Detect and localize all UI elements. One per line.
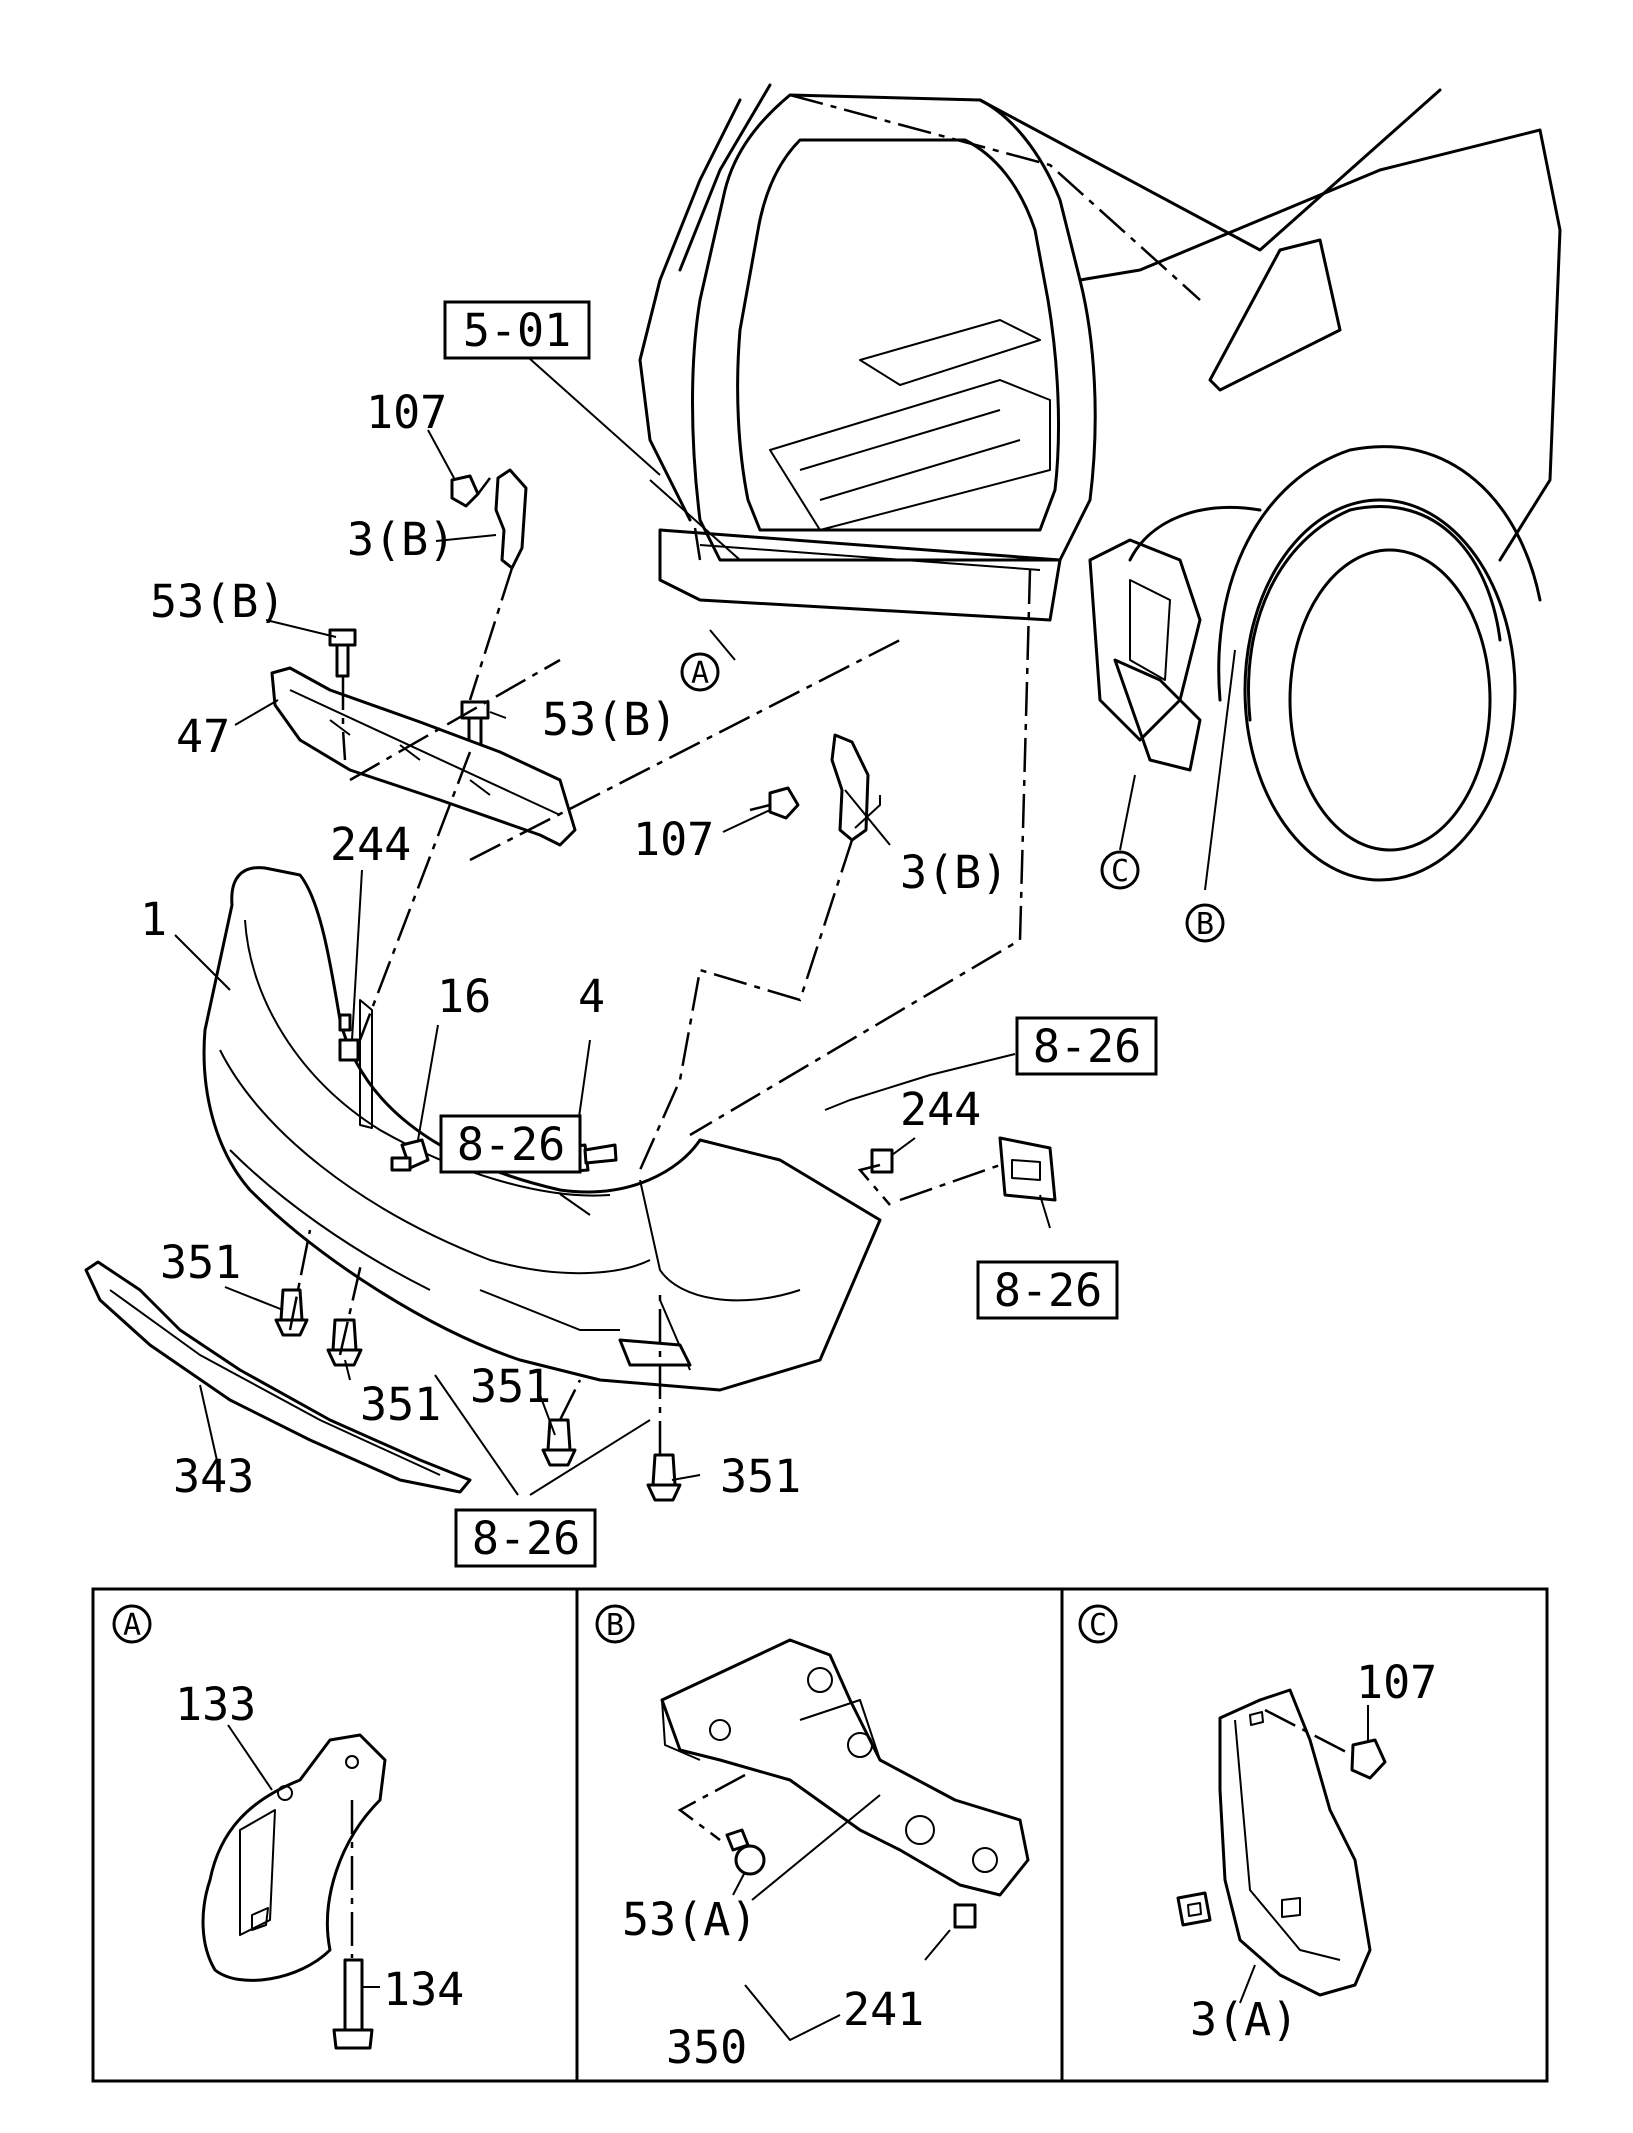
svg-text:A: A [123, 1608, 141, 1643]
label-351-center: 351 [470, 1360, 551, 1413]
lower-spoiler-343 [84, 1260, 472, 1494]
leader-lines [174, 349, 1236, 1496]
svg-text:C: C [1089, 1608, 1107, 1643]
label-107-top: 107 [366, 386, 447, 439]
bracket-3a [1218, 1688, 1372, 1997]
connector-3a [1176, 1891, 1212, 1927]
ref-box-8-26-connector[interactable] [976, 1260, 1119, 1320]
svg-text:B: B [606, 1608, 624, 1643]
sensor-connector [998, 1136, 1057, 1202]
ref-8-26-connector[interactable]: 8-26 [994, 1264, 1102, 1317]
label-16: 16 [437, 970, 491, 1023]
label-351-left: 351 [160, 1236, 241, 1289]
detail-panels [91, 1587, 1549, 2083]
ref-5-01[interactable]: 5-01 [463, 304, 571, 357]
ref-box-5-01[interactable] [443, 300, 591, 360]
bolt-53a [725, 1828, 766, 1876]
ref-box-8-26-right[interactable] [1015, 1016, 1158, 1076]
ref-8-26-right[interactable]: 8-26 [1033, 1020, 1141, 1073]
ref-box-8-26-bottom[interactable] [454, 1508, 597, 1568]
svg-text:C: C [1111, 854, 1129, 889]
clip-351-c [541, 1418, 577, 1467]
callout-b[interactable]: B [1185, 903, 1225, 943]
label-107-c: 107 [1356, 1656, 1437, 1709]
nut-107-top [450, 474, 480, 508]
detail-a: A 133 134 [112, 1604, 464, 2050]
label-1: 1 [140, 893, 167, 946]
label-244-left: 244 [330, 818, 411, 871]
bumper-fascia-1 [202, 866, 882, 1392]
label-244-right: 244 [900, 1083, 981, 1136]
label-53a: 53(A) [622, 1893, 757, 1946]
label-241: 241 [843, 1983, 924, 2036]
label-351-right: 351 [720, 1450, 801, 1503]
callout-c[interactable]: C [1100, 850, 1140, 890]
bolt-53b-left [328, 628, 357, 678]
label-350: 350 [666, 2021, 747, 2074]
ref-8-26-bottom[interactable]: 8-26 [472, 1512, 580, 1565]
bumper-reinforcement-47 [270, 666, 577, 847]
clip-3b-top [494, 468, 528, 570]
clip-241 [953, 1903, 977, 1929]
clip-3b-mid [830, 733, 870, 842]
vehicle-rear-body [638, 83, 1562, 882]
label-3b-mid: 3(B) [900, 846, 1008, 899]
clip-351-b [326, 1318, 363, 1367]
clip-16 [390, 1138, 430, 1172]
label-351-mid: 351 [360, 1378, 441, 1431]
clip-351-d [646, 1453, 682, 1502]
bracket-133 [201, 1733, 387, 1982]
svg-text:A: A [691, 656, 709, 691]
detail-frame [91, 1587, 1549, 2083]
svg-text:B: B [1196, 907, 1214, 942]
label-107-mid: 107 [633, 813, 714, 866]
labels-main: 5-01 107 3(B) 53(B) 53(B) 47 107 3(B) 24… [140, 300, 1158, 1568]
label-3b-top: 3(B) [347, 513, 455, 566]
label-53b-mid: 53(B) [542, 693, 677, 746]
bolt-134 [332, 1958, 374, 2050]
detail-c: C 107 3(A) [1078, 1604, 1437, 2046]
clip-244-left [338, 1038, 360, 1062]
label-4: 4 [578, 970, 605, 1023]
detail-b-letter: B [595, 1604, 635, 1644]
detail-b: B 53(A) 241 350 [595, 1604, 1030, 2074]
label-134: 134 [383, 1963, 464, 2016]
label-133: 133 [175, 1678, 256, 1731]
callout-a[interactable]: A [680, 652, 720, 692]
nut-107-c [1350, 1738, 1387, 1780]
detail-a-letter: A [112, 1604, 152, 1644]
bracket-350 [660, 1638, 1030, 1897]
assembly-lines [288, 477, 1032, 1455]
clip-244-right [870, 1148, 894, 1174]
label-53b-left: 53(B) [150, 575, 285, 628]
nut-107-mid [768, 786, 800, 820]
ref-box-8-26-center[interactable] [439, 1114, 582, 1174]
ref-8-26-center[interactable]: 8-26 [457, 1118, 565, 1171]
label-343: 343 [173, 1450, 254, 1503]
label-3a: 3(A) [1190, 1993, 1298, 2046]
detail-c-letter: C [1078, 1604, 1118, 1644]
label-47: 47 [176, 710, 230, 763]
